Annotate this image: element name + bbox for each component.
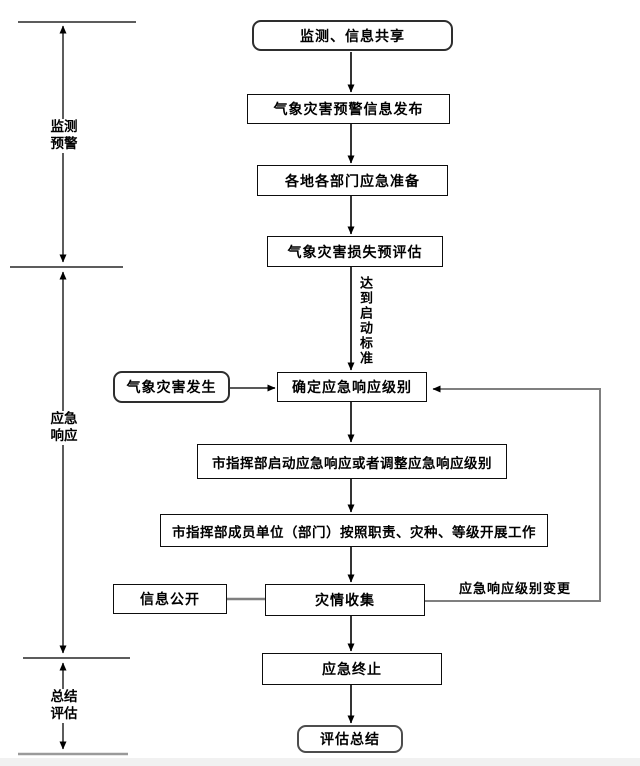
node-information-disclosure: 信息公开 bbox=[113, 584, 227, 614]
node-monitoring-info-sharing: 监测、信息共享 bbox=[252, 20, 453, 51]
section-monitoring-line1: 监测 bbox=[50, 119, 78, 135]
edge-label-level-change: 应急响应级别变更 bbox=[459, 582, 572, 597]
section-brackets bbox=[10, 21, 136, 750]
page-bottom-edge bbox=[0, 758, 640, 766]
node-evaluation-summary: 评估总结 bbox=[297, 725, 403, 753]
section-label-response: 应急 响应 bbox=[40, 411, 88, 445]
node-warning-info-release: 气象灾害预警信息发布 bbox=[247, 94, 450, 124]
section-evaluation-line1: 总结 bbox=[50, 689, 78, 705]
section-response-line2: 响应 bbox=[50, 428, 78, 444]
node-emergency-preparation: 各地各部门应急准备 bbox=[257, 165, 448, 196]
section-monitoring-line2: 预警 bbox=[50, 136, 78, 152]
node-member-units-work: 市指挥部成员单位（部门）按照职责、灾种、等级开展工作 bbox=[160, 514, 548, 547]
edge-label-reach-threshold: 达到启动标准 bbox=[357, 276, 372, 366]
node-loss-pre-assessment: 气象灾害损失预评估 bbox=[267, 236, 443, 267]
node-determine-response-level: 确定应急响应级别 bbox=[277, 372, 427, 402]
feedback-level-change-loop bbox=[425, 385, 601, 602]
node-disaster-info-collection: 灾情收集 bbox=[265, 584, 425, 616]
node-disaster-occurs: 气象灾害发生 bbox=[113, 371, 230, 403]
section-evaluation-line2: 评估 bbox=[50, 706, 78, 722]
section-response-line1: 应急 bbox=[50, 411, 78, 427]
section-label-evaluation: 总结 评估 bbox=[40, 689, 88, 723]
node-launch-or-adjust-response: 市指挥部启动应急响应或者调整应急响应级别 bbox=[197, 444, 507, 479]
node-emergency-termination: 应急终止 bbox=[262, 653, 442, 685]
section-label-monitoring: 监测 预警 bbox=[40, 119, 88, 153]
